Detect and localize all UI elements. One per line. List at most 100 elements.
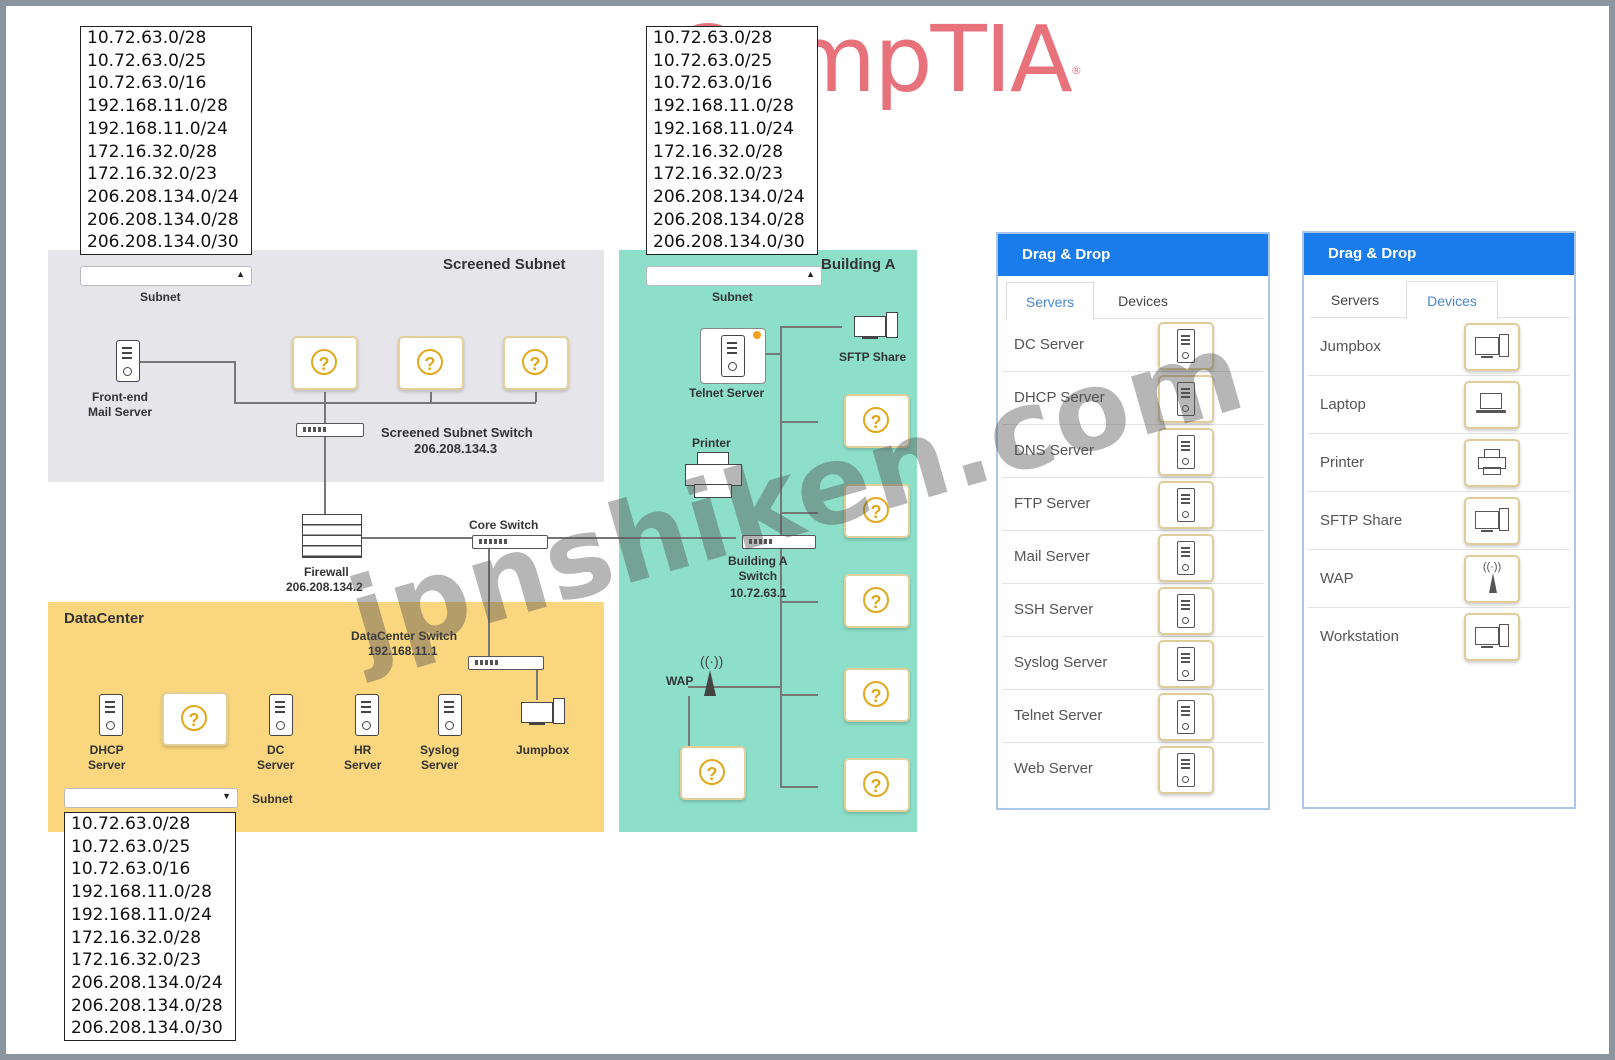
link-line (140, 361, 235, 363)
item-label: Web Server (1014, 760, 1093, 777)
telnet-server-box (700, 328, 766, 384)
subnet-option[interactable]: 172.16.32.0/23 (653, 164, 784, 185)
subnet-option[interactable]: 172.16.32.0/23 (87, 164, 218, 185)
tab-devices[interactable]: Devices (1406, 281, 1498, 319)
subnet-option[interactable]: 10.72.63.0/28 (71, 814, 191, 834)
subnet-option[interactable]: 10.72.63.0/16 (71, 859, 191, 880)
subnet-select-building[interactable]: ▲ (646, 266, 822, 286)
subnet-option[interactable]: 192.168.11.0/28 (71, 882, 212, 903)
server-icon[interactable] (1158, 428, 1214, 476)
workstation-icon[interactable] (1464, 323, 1520, 371)
drop-slot-screened-1[interactable]: ? (292, 336, 358, 390)
dc-server-label: DC Server (257, 743, 295, 772)
drag-item-jumpbox[interactable]: Jumpbox (1308, 319, 1570, 376)
drop-slot-screened-2[interactable]: ? (398, 336, 464, 390)
server-icon[interactable] (1158, 375, 1214, 423)
workstation-icon[interactable] (1464, 497, 1520, 545)
tab-devices[interactable]: Devices (1118, 293, 1168, 309)
building-switch-label: Building A Switch (728, 554, 788, 583)
subnet-option[interactable]: 10.72.63.0/16 (653, 73, 773, 94)
link-line (780, 326, 842, 328)
subnet-option[interactable]: 10.72.63.0/28 (653, 28, 773, 48)
subnet-option[interactable]: 172.16.32.0/23 (71, 950, 202, 971)
subnet-option[interactable]: 206.208.134.0/24 (87, 186, 239, 207)
drag-item-syslog-server[interactable]: Syslog Server (1002, 636, 1264, 690)
drag-item-ssh-server[interactable]: SSH Server (1002, 583, 1264, 637)
wap-icon[interactable]: ((·)) (1464, 555, 1520, 603)
drop-slot-building-6[interactable]: ? (680, 746, 746, 800)
drop-slot-building-4[interactable]: ? (844, 668, 910, 722)
subnet-option[interactable]: 10.72.63.0/28 (87, 28, 207, 48)
subnet-label-building: Subnet (712, 290, 753, 304)
laptop-icon[interactable] (1464, 381, 1520, 429)
drop-slot-datacenter[interactable]: ? (162, 692, 228, 746)
subnet-option[interactable]: 10.72.63.0/25 (71, 836, 191, 857)
server-icon[interactable] (1158, 746, 1214, 794)
drag-item-laptop[interactable]: Laptop (1308, 377, 1570, 434)
subnet-list-screened[interactable]: 10.72.63.0/28 10.72.63.0/25 10.72.63.0/1… (80, 26, 252, 256)
drop-slot-building-1[interactable]: ? (844, 394, 910, 448)
tab-servers[interactable]: Servers (1006, 282, 1094, 320)
drag-item-mail-server[interactable]: Mail Server (1002, 530, 1264, 584)
drop-slot-screened-3[interactable]: ? (503, 336, 569, 390)
server-icon[interactable] (1158, 693, 1214, 741)
subnet-option[interactable]: 206.208.134.0/24 (653, 186, 805, 207)
drag-item-dhcp-server[interactable]: DHCP Server (1002, 371, 1264, 425)
subnet-select-screened[interactable]: ▲ (80, 266, 252, 286)
server-icon[interactable] (1158, 534, 1214, 582)
subnet-option[interactable]: 172.16.32.0/28 (653, 141, 784, 162)
drag-item-web-server[interactable]: Web Server (1002, 742, 1264, 795)
drag-item-telnet-server[interactable]: Telnet Server (1002, 689, 1264, 743)
syslog-server-label: Syslog Server (420, 743, 460, 772)
subnet-option[interactable]: 10.72.63.0/16 (87, 73, 207, 94)
dhcp-server-label: DHCP Server (88, 743, 126, 772)
subnet-option[interactable]: 172.16.32.0/28 (87, 141, 218, 162)
mail-server-icon (116, 340, 140, 382)
question-icon: ? (311, 349, 337, 375)
subnet-option[interactable]: 206.208.134.0/30 (653, 232, 805, 253)
screened-switch-icon (296, 423, 364, 437)
drag-item-dns-server[interactable]: DNS Server (1002, 424, 1264, 478)
subnet-option[interactable]: 172.16.32.0/28 (71, 927, 202, 948)
drop-slot-building-3[interactable]: ? (844, 574, 910, 628)
subnet-option[interactable]: 206.208.134.0/24 (71, 972, 223, 993)
printer-icon[interactable] (1464, 439, 1520, 487)
subnet-option[interactable]: 206.208.134.0/28 (653, 209, 805, 230)
subnet-option[interactable]: 10.72.63.0/25 (653, 50, 773, 71)
subnet-option[interactable]: 192.168.11.0/24 (87, 118, 228, 139)
drag-item-wap[interactable]: WAP((·)) (1308, 551, 1570, 608)
drag-item-workstation[interactable]: Workstation (1308, 609, 1570, 665)
building-a-title: Building A (821, 256, 896, 273)
server-icon[interactable] (1158, 587, 1214, 635)
syslog-server-icon (438, 694, 462, 736)
tab-servers[interactable]: Servers (1330, 292, 1380, 308)
drag-item-ftp-server[interactable]: FTP Server (1002, 477, 1264, 531)
link-line (780, 786, 818, 788)
server-icon[interactable] (1158, 481, 1214, 529)
question-icon: ? (863, 497, 889, 523)
drag-item-sftp-share[interactable]: SFTP Share (1308, 493, 1570, 550)
server-icon[interactable] (1158, 322, 1214, 370)
subnet-option[interactable]: 206.208.134.0/30 (87, 232, 239, 253)
drop-slot-building-2[interactable]: ? (844, 484, 910, 538)
datacenter-title: DataCenter (64, 610, 145, 627)
drag-item-dc-server[interactable]: DC Server (1002, 318, 1264, 372)
subnet-option[interactable]: 192.168.11.0/28 (653, 96, 794, 117)
subnet-option[interactable]: 10.72.63.0/25 (87, 50, 207, 71)
subnet-list-building[interactable]: 10.72.63.0/28 10.72.63.0/25 10.72.63.0/1… (646, 26, 818, 256)
subnet-option[interactable]: 206.208.134.0/28 (71, 995, 223, 1016)
subnet-select-datacenter[interactable]: ▼ (64, 788, 238, 808)
server-icon[interactable] (1158, 640, 1214, 688)
item-label: SFTP Share (1320, 512, 1403, 529)
link-line (234, 361, 236, 402)
subnet-list-datacenter[interactable]: 10.72.63.0/28 10.72.63.0/25 10.72.63.0/1… (64, 812, 236, 1042)
subnet-option[interactable]: 192.168.11.0/24 (653, 118, 794, 139)
subnet-option[interactable]: 206.208.134.0/28 (87, 209, 239, 230)
workstation-icon[interactable] (1464, 613, 1520, 661)
subnet-option[interactable]: 206.208.134.0/30 (71, 1018, 223, 1039)
subnet-option[interactable]: 192.168.11.0/24 (71, 904, 212, 925)
drag-item-printer[interactable]: Printer (1308, 435, 1570, 492)
subnet-label-datacenter: Subnet (252, 792, 293, 806)
subnet-option[interactable]: 192.168.11.0/28 (87, 96, 228, 117)
drop-slot-building-5[interactable]: ? (844, 758, 910, 812)
